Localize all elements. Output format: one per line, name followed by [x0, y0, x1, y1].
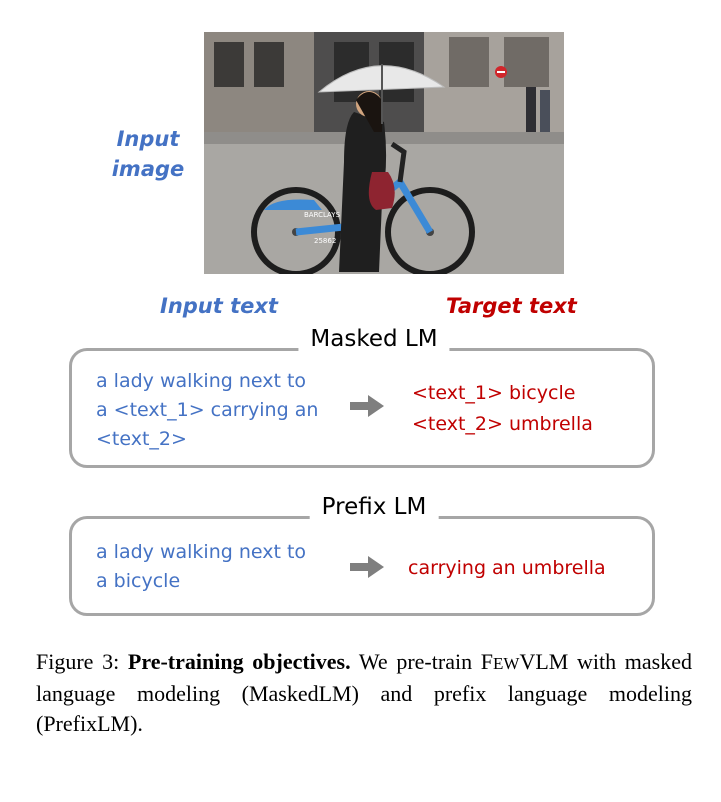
prefix-input-line: a lady walking next to [96, 541, 307, 563]
input-text-label: Input text [160, 294, 278, 318]
target-text-label: Target text [446, 294, 577, 318]
arrow-right-icon [350, 395, 384, 417]
prefix-lm-target-text: carrying an umbrella [408, 553, 606, 584]
caption-text: with masked language modeling (MaskedLM)… [36, 649, 692, 736]
bicycle-rear-wheel [251, 187, 341, 274]
street-scene-illustration: BARCLAYS 25862 [204, 32, 564, 274]
figure-caption: Figure 3: Pre-training objectives. We pr… [36, 647, 692, 739]
caption-bold-title: Pre-training objectives. [127, 649, 351, 674]
prefix-lm-input-text: a lady walking next to a bicycle [96, 538, 306, 596]
caption-text: We pre-train [350, 649, 481, 674]
model-name-small-caps: EW [493, 654, 520, 673]
prefix-target-line: carrying an umbrella [408, 557, 606, 579]
masked-target-line: <text_2> umbrella [412, 413, 593, 435]
masked-target-line: <text_1> bicycle [412, 382, 576, 404]
svg-text:BARCLAYS: BARCLAYS [304, 211, 341, 219]
prefix-input-line: a bicycle [96, 570, 181, 592]
masked-input-line: a lady walking next to [96, 370, 307, 392]
masked-input-line: a <text_1> carrying an [96, 399, 319, 421]
woman-figure [339, 112, 387, 272]
masked-lm-input-text: a lady walking next to a <text_1> carryi… [96, 367, 318, 454]
bicycle-front-wheel [385, 187, 475, 274]
masked-lm-title: Masked LM [298, 326, 450, 352]
arrow-right-icon [350, 556, 384, 578]
input-image-label: Input image [111, 127, 185, 181]
svg-text:25862: 25862 [314, 237, 336, 245]
model-name-rest: VLM [519, 649, 569, 674]
caption-figure-number: Figure 3: [36, 649, 120, 674]
input-photo: BARCLAYS 25862 [204, 32, 564, 274]
masked-lm-target-text: <text_1> bicycle <text_2> umbrella [412, 378, 593, 440]
prefix-lm-title: Prefix LM [309, 494, 439, 520]
red-handbag [368, 172, 395, 210]
model-name-first: F [480, 649, 493, 674]
masked-input-line: <text_2> [96, 428, 187, 450]
